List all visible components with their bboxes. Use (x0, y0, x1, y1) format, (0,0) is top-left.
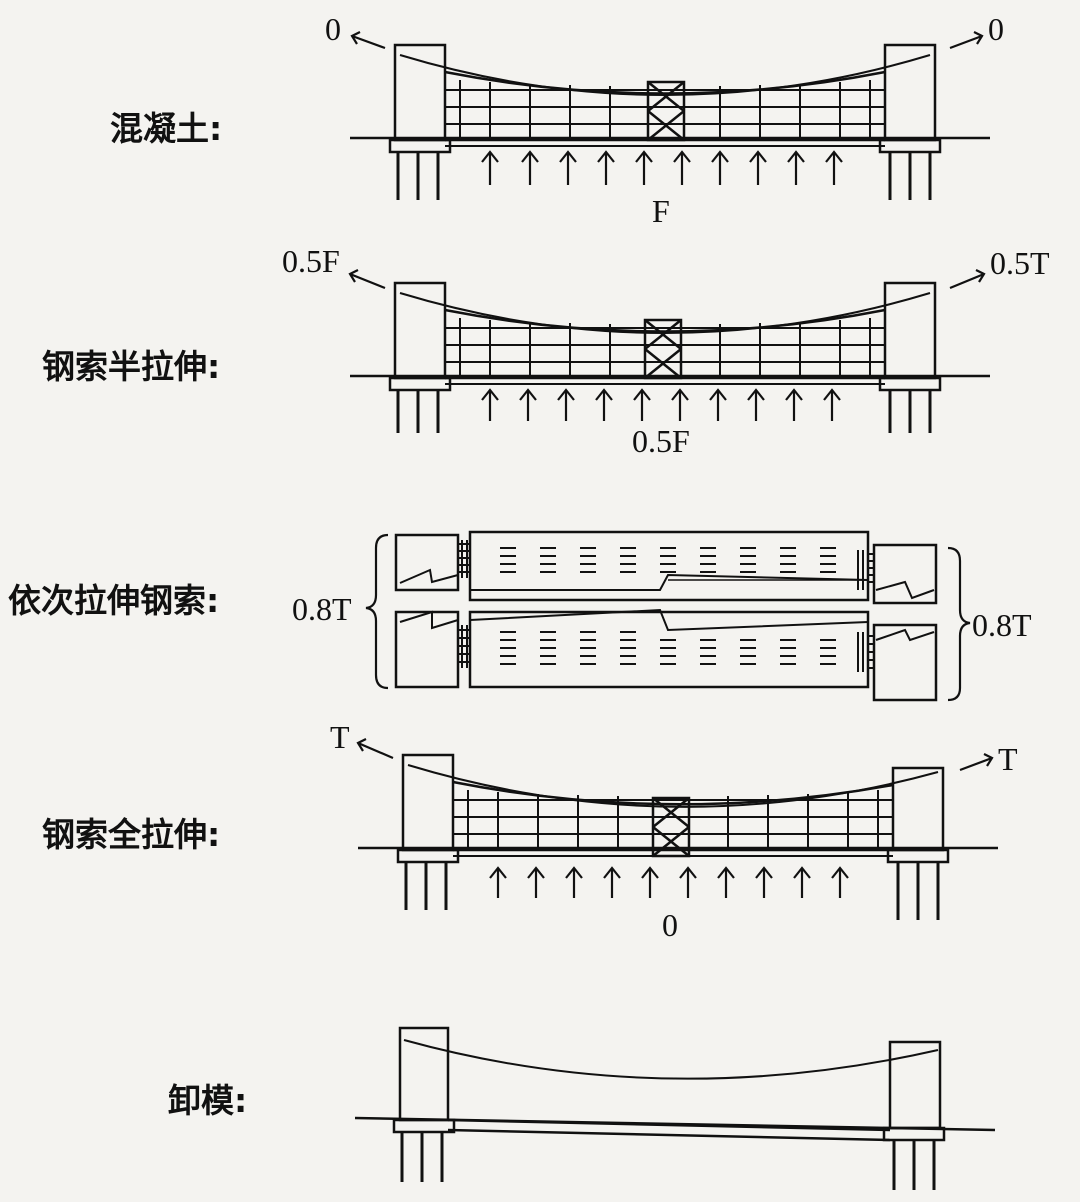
stage-sequential-tension: 依次拉伸钢索: (8, 530, 1032, 702)
support-force-label-half-tension: 0.5F (632, 423, 690, 459)
right-force-label-sequential: 0.8T (972, 607, 1032, 643)
bridge-diagram-concrete (350, 31, 990, 200)
reinforcement-dashes-upper (500, 547, 836, 573)
left-force-label-concrete: 0 (325, 11, 341, 47)
support-arrows (489, 866, 849, 898)
support-arrows (481, 388, 841, 421)
left-force-label-half-tension: 0.5F (282, 243, 340, 279)
tension-arrows (350, 31, 984, 50)
stage-title-full-tension: 钢索全拉伸: (42, 815, 220, 854)
stage-formwork-removal: 卸模: (168, 1026, 996, 1190)
tension-arrows (348, 269, 986, 290)
bridge-diagram-half-tension (348, 269, 990, 433)
stage-title-concrete: 混凝土: (110, 109, 222, 148)
right-force-label-concrete: 0 (988, 11, 1004, 47)
stressing-bed-diagram (365, 530, 971, 702)
right-force-label-full-tension: T (998, 741, 1018, 777)
right-force-label-half-tension: 0.5T (990, 245, 1050, 281)
bridge-diagram-full-tension (356, 738, 998, 920)
support-arrows (481, 150, 843, 185)
stage-full-tension: 钢索全拉伸: (42, 719, 1018, 943)
stage-title-formwork-removal: 卸模: (168, 1081, 247, 1120)
cross-bracing (651, 796, 691, 858)
tension-arrows (356, 738, 994, 772)
left-force-label-sequential: 0.8T (292, 591, 352, 627)
support-force-label-concrete: F (652, 193, 670, 229)
reinforcement-dashes-lower (500, 631, 836, 665)
bridge-diagram-formwork-removal (354, 1026, 996, 1190)
stage-concrete: 混凝土: (110, 11, 1004, 229)
stage-title-sequential-tension: 依次拉伸钢索: (8, 581, 219, 620)
support-force-label-full-tension: 0 (662, 907, 678, 943)
cross-bracing (646, 80, 686, 142)
left-force-label-full-tension: T (330, 719, 350, 755)
stage-title-half-tension: 钢索半拉伸: (42, 347, 220, 386)
cross-bracing (643, 318, 683, 380)
stage-half-tension: 钢索半拉伸: (42, 243, 1050, 459)
